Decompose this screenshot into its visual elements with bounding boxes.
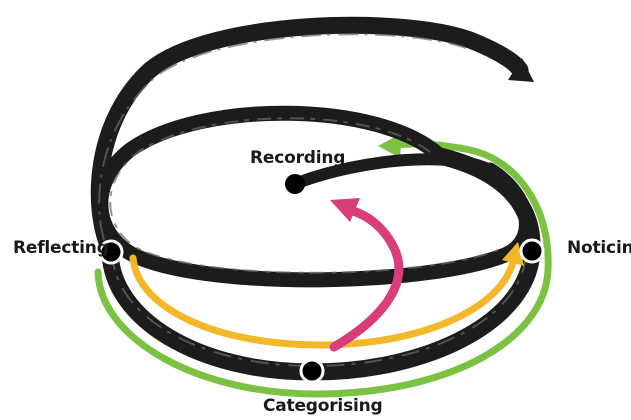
- spiral-arrowhead: [508, 58, 534, 82]
- node-label-categorising: Categorising: [263, 396, 383, 416]
- green-cycle-arrow: [94, 133, 552, 398]
- yellow-arrow-path: [129, 254, 517, 349]
- pink-arrowhead: [330, 198, 360, 222]
- spiral-middle-loop-texture: [109, 117, 499, 274]
- node-label-noticing: Noticing: [567, 238, 631, 258]
- spiral-top-sweep-texture: [98, 33, 467, 241]
- yellow-arrowhead: [502, 242, 524, 266]
- node-reflecting-dot: [98, 239, 124, 265]
- green-arrow-path: [94, 140, 552, 398]
- yellow-cycle-arrow: [129, 242, 524, 349]
- node-label-reflecting: Reflecting: [13, 238, 109, 258]
- pink-cycle-arrow: [329, 198, 404, 352]
- node-categorising-dot: [299, 358, 325, 384]
- spiral-lower-loop-texture: [111, 251, 527, 368]
- node-label-recording: Recording: [250, 148, 346, 168]
- spiral-top-sweep: [90, 16, 529, 259]
- node-recording-dot: [285, 174, 305, 194]
- pink-arrow-path: [329, 205, 404, 352]
- node-noticing-dot: [519, 238, 545, 264]
- spiral-brush-stroke: [90, 16, 541, 381]
- green-arrowhead: [378, 133, 402, 158]
- spiral-inner-loop: [294, 153, 496, 188]
